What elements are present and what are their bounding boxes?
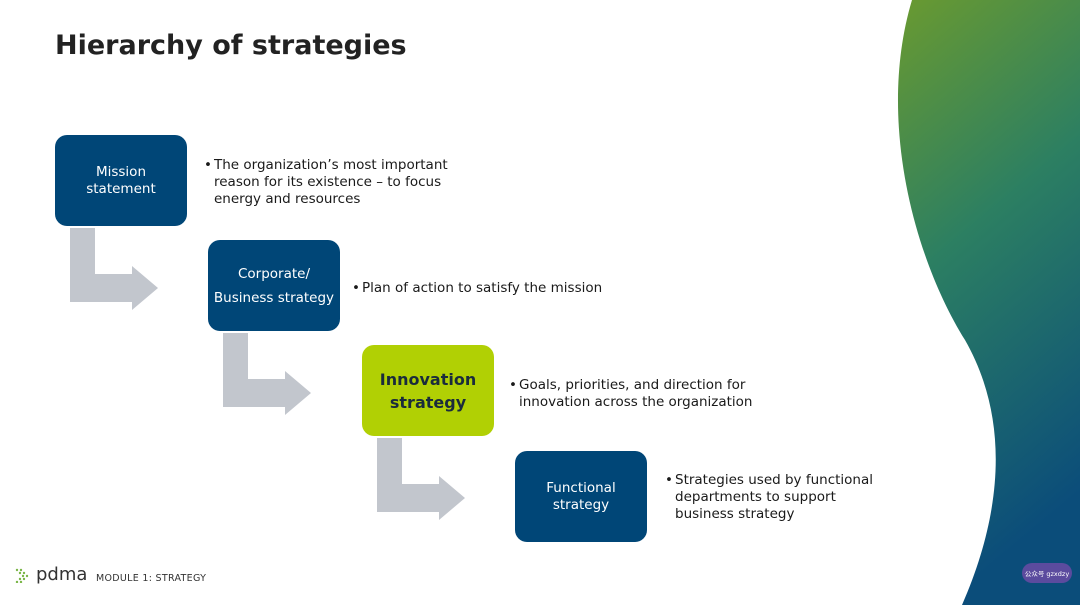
wechat-badge: 公众号 gzxdzy [1022, 563, 1072, 583]
corner-wave [897, 0, 1080, 605]
mission-description-line-1: The organization’s most important [214, 157, 448, 173]
corporate-business-strategy-box: Corporate/ Business strategy [208, 240, 340, 331]
corporate-strategy-line-2: Business strategy [213, 289, 335, 306]
functional-description-line-3: business strategy [675, 506, 795, 522]
mission-description-line-3: energy and resources [214, 191, 361, 207]
pdma-logo: pdma [15, 564, 87, 585]
connector-arrow-2 [223, 333, 311, 415]
mission-description-line-2: reason for its existence – to focus [214, 174, 442, 190]
module-label: MODULE 1: STRATEGY [96, 573, 207, 584]
innovation-strategy-line-1: Innovation [379, 369, 477, 389]
mission-statement-description: The organization’s most important reason… [204, 157, 448, 208]
corporate-description-line-1: Plan of action to satisfy the mission [362, 280, 603, 296]
pdma-logo-text: pdma [36, 564, 88, 585]
mission-statement-line-2: statement [86, 180, 156, 197]
pdma-chevron-logo-icon [15, 568, 29, 583]
innovation-strategy-line-2: strategy [389, 392, 467, 412]
page-title: Hierarchy of strategies [55, 30, 407, 61]
mission-statement-box: Mission statement [55, 135, 187, 226]
innovation-description-line-2: innovation across the organization [519, 394, 753, 410]
functional-strategy-line-2: strategy [552, 496, 610, 513]
functional-strategy-box: Functional strategy [515, 451, 647, 542]
functional-description-line-1: Strategies used by functional [675, 472, 874, 488]
functional-strategy-description: Strategies used by functional department… [665, 472, 873, 523]
connector-arrow-3 [377, 438, 465, 520]
innovation-description-line-1: Goals, priorities, and direction for [519, 377, 746, 393]
mission-statement-line-1: Mission [95, 163, 147, 180]
functional-strategy-line-1: Functional [546, 479, 616, 496]
connector-arrow-1 [70, 228, 158, 310]
innovation-strategy-description: Goals, priorities, and direction for inn… [509, 377, 753, 411]
functional-description-line-2: departments to support [675, 489, 836, 505]
corporate-strategy-line-1: Corporate/ [237, 265, 311, 282]
innovation-strategy-box: Innovation strategy [362, 345, 494, 436]
corporate-strategy-description: Plan of action to satisfy the mission [352, 280, 602, 297]
